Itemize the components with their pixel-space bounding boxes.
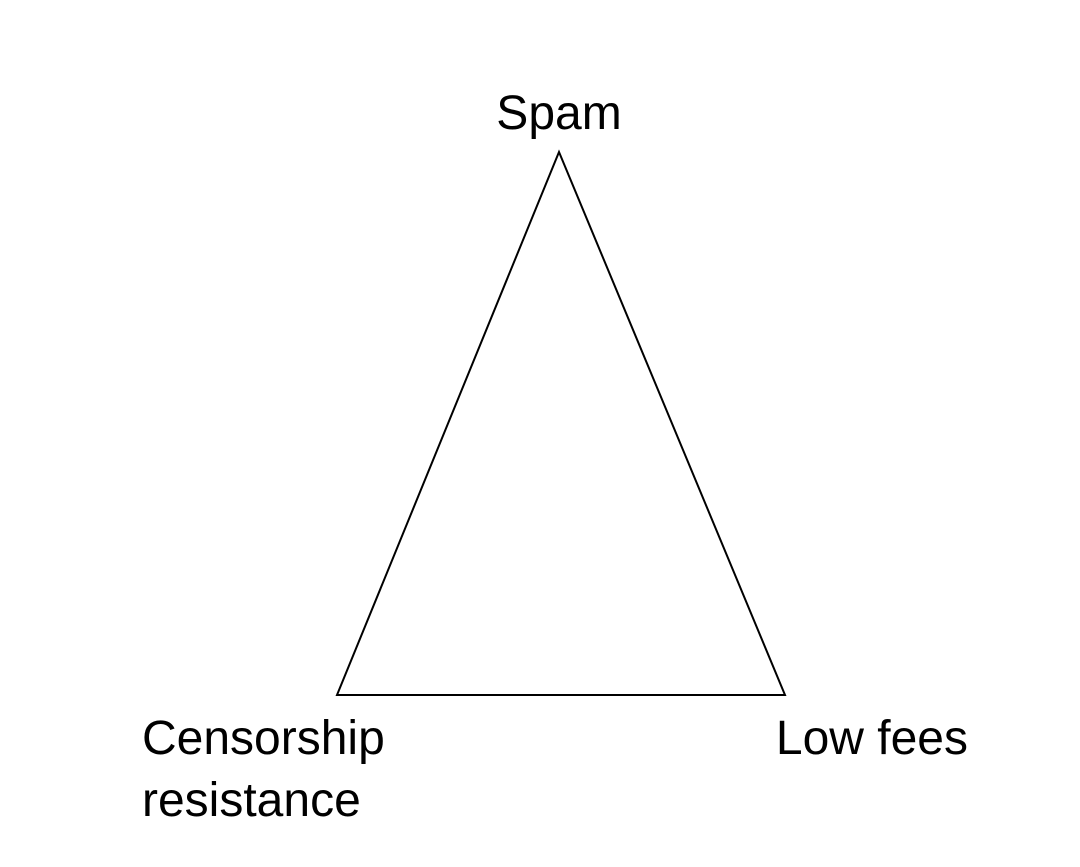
censorship-resistance-line-2: resistance <box>142 774 361 827</box>
triangle-outline <box>335 149 787 696</box>
vertex-label-censorship-resistance: Censorship resistance <box>142 708 385 832</box>
vertex-label-low-fees: Low fees <box>775 712 968 765</box>
censorship-resistance-line-1: Censorship <box>142 712 385 765</box>
vertex-label-spam: Spam <box>496 87 622 140</box>
